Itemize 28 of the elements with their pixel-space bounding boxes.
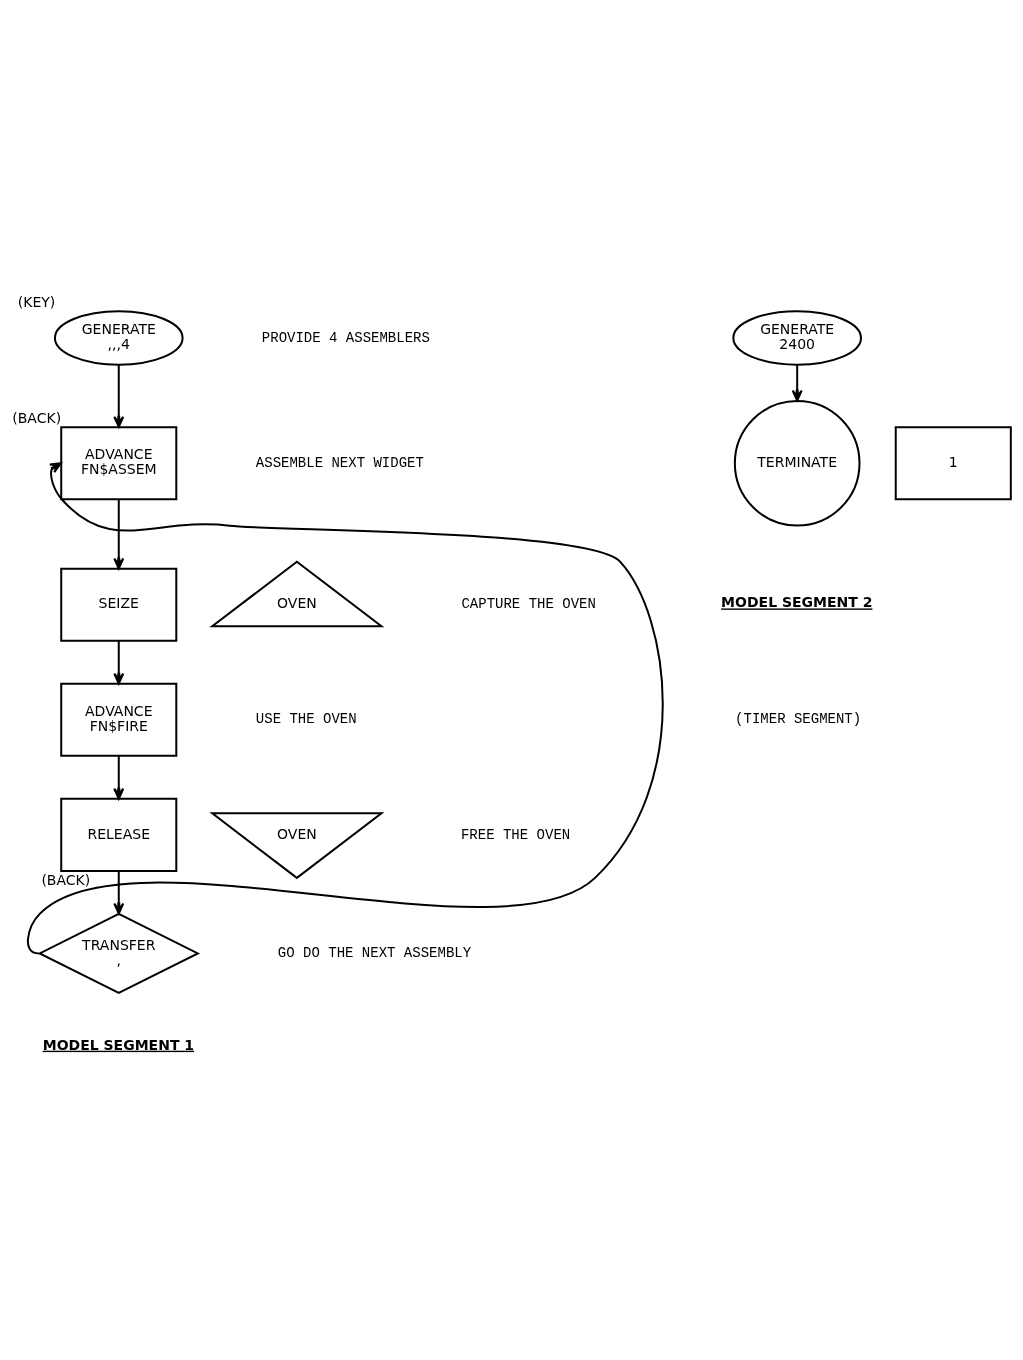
node-box: RELEASE [60, 797, 178, 872]
arrow [113, 754, 125, 800]
arrow [113, 639, 125, 685]
node-ellipse: GENERATE 2400 [732, 309, 862, 366]
label: MODEL SEGMENT 2 [721, 593, 873, 610]
node-circle: TERMINATE [733, 399, 861, 527]
label: FREE THE OVEN [460, 826, 571, 843]
arrow [26, 461, 664, 954]
node-label: (BACK) [12, 409, 62, 426]
label: PROVIDE 4 ASSEMBLERS [261, 329, 430, 346]
node-box: ADVANCE FN$ASSEM [60, 425, 178, 500]
node-box: 1 [894, 425, 1012, 500]
label: GO DO THE NEXT ASSEMBLY [277, 944, 472, 961]
node-label: (KEY) [17, 293, 56, 310]
node-diamond: TRANSFER , [37, 912, 201, 994]
edge-label: (BACK) [41, 871, 91, 888]
node-box: SEIZE [60, 567, 178, 642]
arrow [113, 363, 125, 428]
arrow [113, 869, 125, 915]
arrow [113, 497, 125, 570]
node-box: ADVANCE FN$FIRE [60, 682, 178, 757]
label: (TIMER SEGMENT) [735, 710, 862, 727]
label: USE THE OVEN [255, 710, 357, 727]
label: ASSEMBLE NEXT WIDGET [255, 454, 424, 471]
label: CAPTURE THE OVEN [461, 595, 596, 612]
arrow [791, 363, 803, 402]
label: MODEL SEGMENT 1 [42, 1036, 195, 1053]
node-ellipse: GENERATE ,,,4 [53, 309, 184, 366]
